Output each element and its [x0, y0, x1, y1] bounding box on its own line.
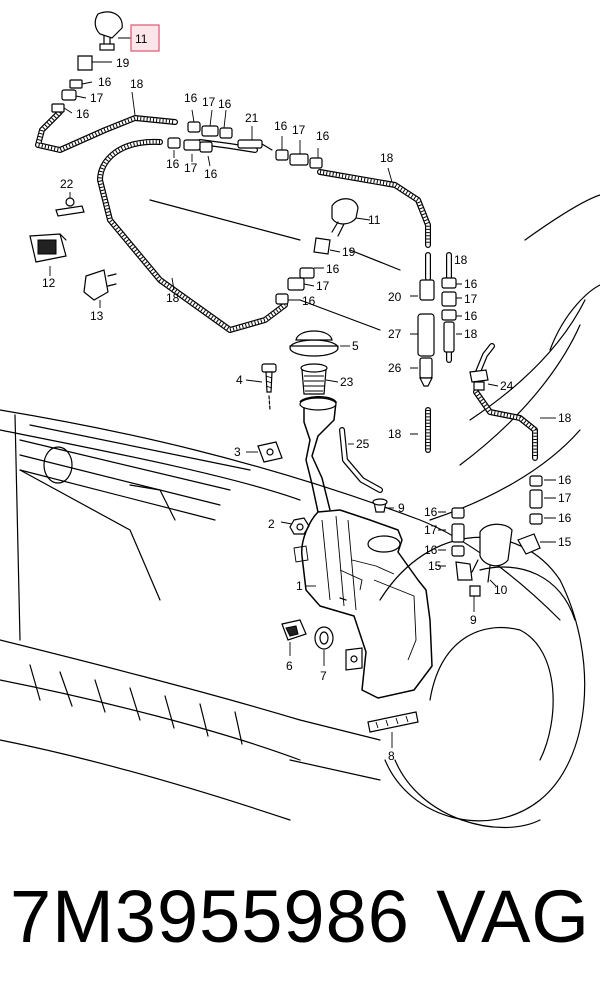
screw-part-4	[261, 363, 277, 411]
callout-18: 18	[388, 427, 402, 441]
callout-20: 20	[388, 290, 402, 304]
callout-7: 7	[320, 669, 327, 683]
callout-17: 17	[90, 91, 104, 105]
callout-23: 23	[340, 375, 354, 389]
seal-strip-part-8	[367, 711, 419, 733]
washer-system-exploded-diagram: 11 19 16 17 16 18 16 17 16 21 16 17 16 1…	[0, 11, 600, 828]
callout-16: 16	[424, 505, 438, 519]
callout-12: 12	[42, 276, 56, 290]
callout-15: 15	[428, 559, 442, 573]
callout-16: 16	[98, 75, 112, 89]
hose-fittings	[51, 79, 543, 557]
callout-21: 21	[245, 111, 259, 125]
callout-9: 9	[398, 501, 405, 515]
callout-16: 16	[166, 157, 180, 171]
callout-16: 16	[558, 473, 572, 487]
callout-16: 16	[464, 309, 478, 323]
callout-4: 4	[236, 373, 243, 387]
reservoir-cap	[289, 330, 339, 357]
grommet-part-7	[314, 626, 334, 650]
callout-1: 1	[296, 579, 303, 593]
callout-6: 6	[286, 659, 293, 673]
callout-17: 17	[464, 292, 478, 306]
callout-16: 16	[204, 167, 218, 181]
callout-13: 13	[90, 309, 104, 323]
highlight-box-part-11	[130, 24, 160, 52]
car-body-outline	[0, 194, 600, 828]
washer-pump	[455, 523, 541, 597]
grommet-part-24	[469, 369, 489, 391]
callout-16: 16	[184, 91, 198, 105]
callout-22: 22	[60, 177, 74, 191]
washer-jet-nozzle-lower	[313, 198, 359, 255]
washer-jet-nozzle-upper	[77, 11, 123, 71]
footer: 7M3955986 VAG	[10, 872, 590, 962]
valve-part-26	[419, 377, 433, 387]
callout-labels: 11 19 16 17 16 18 16 17 16 21 16 17 16 1…	[42, 32, 572, 763]
callout-2: 2	[268, 517, 275, 531]
callout-10: 10	[494, 583, 508, 597]
bracket-part-13	[83, 269, 117, 301]
callout-26: 26	[388, 361, 402, 375]
callout-16: 16	[274, 119, 288, 133]
nut-part-2	[289, 517, 310, 535]
callout-16: 16	[302, 294, 316, 308]
nut-part-3	[257, 441, 283, 463]
callout-17: 17	[316, 279, 330, 293]
grommet-part-9-upper	[372, 498, 388, 513]
filter-screen	[300, 363, 328, 395]
level-sensor-part-6	[281, 619, 307, 641]
callout-25: 25	[356, 437, 370, 451]
callout-16: 16	[558, 511, 572, 525]
callout-16: 16	[424, 543, 438, 557]
callout-16: 16	[464, 277, 478, 291]
leader-lines	[49, 37, 556, 748]
part-number: 7M3955986	[10, 875, 410, 958]
callout-18: 18	[558, 411, 572, 425]
callout-24: 24	[500, 379, 514, 393]
callout-8: 8	[388, 749, 395, 763]
callout-17: 17	[558, 491, 572, 505]
washer-fluid-reservoir	[293, 396, 433, 699]
callout-16: 16	[326, 262, 340, 276]
brand-label: VAG	[436, 875, 590, 958]
callout-17: 17	[184, 161, 198, 175]
callout-11: 11	[368, 213, 381, 227]
callout-16: 16	[76, 107, 90, 121]
callout-16: 16	[316, 129, 330, 143]
callout-27: 27	[388, 327, 402, 341]
callout-18: 18	[380, 151, 394, 165]
callout-11-highlighted: 11	[135, 32, 148, 46]
callout-18: 18	[464, 327, 478, 341]
callout-9: 9	[470, 613, 477, 627]
callout-3: 3	[234, 445, 241, 459]
callout-19: 19	[342, 245, 356, 259]
callout-17: 17	[202, 95, 216, 109]
callout-15: 15	[558, 535, 572, 549]
callout-18: 18	[166, 291, 180, 305]
callout-18: 18	[130, 77, 144, 91]
callout-18: 18	[454, 253, 468, 267]
connector-part-12	[29, 233, 67, 263]
callout-17: 17	[424, 523, 438, 537]
callout-16: 16	[218, 97, 232, 111]
clip-part-22	[55, 197, 85, 217]
callout-17: 17	[292, 123, 306, 137]
callout-19: 19	[116, 56, 130, 70]
callout-5: 5	[352, 339, 359, 353]
